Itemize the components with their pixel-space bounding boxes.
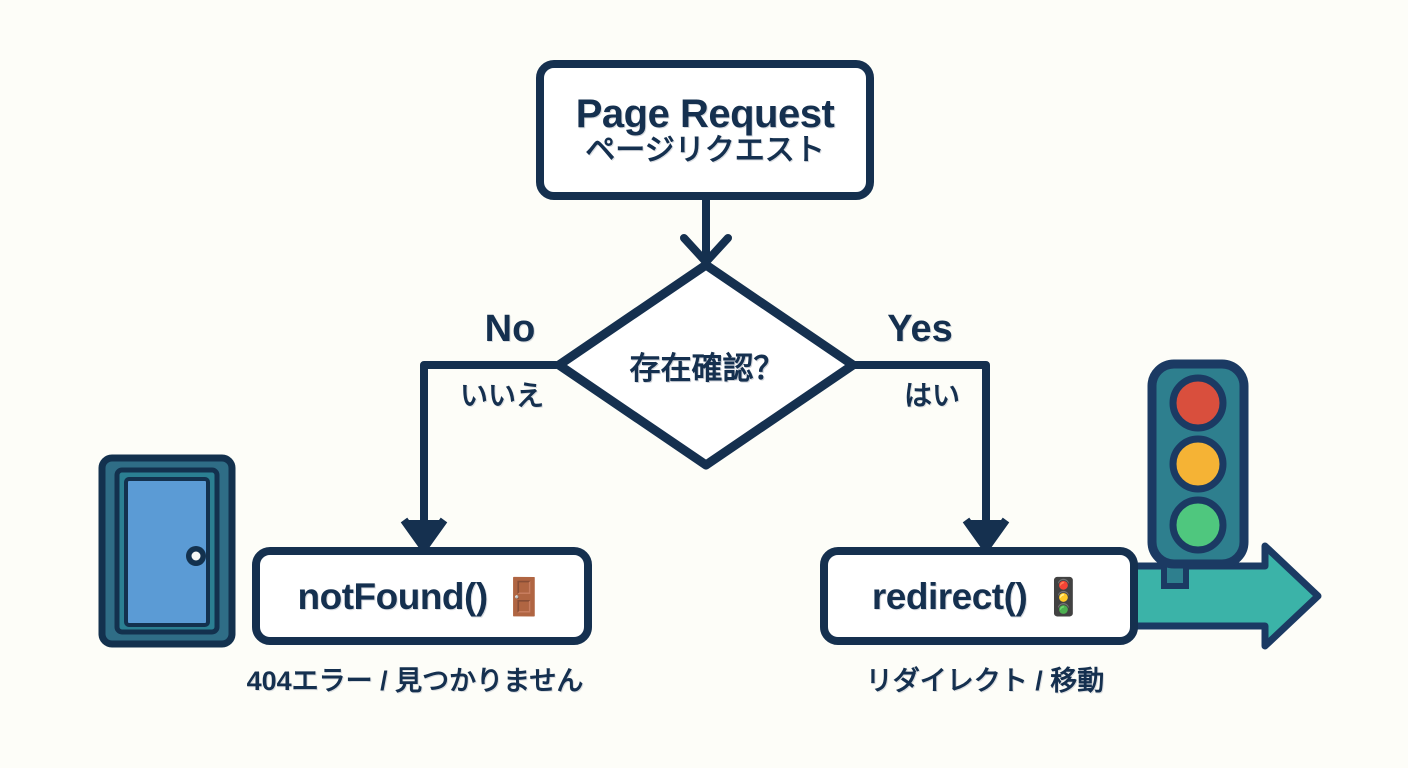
connector-yes-branch [850,361,1010,552]
door-illustration [98,454,236,648]
traffic-light-illustration [1147,359,1249,589]
node-redirect[interactable] [820,547,1138,645]
node-not-found[interactable] [252,547,592,645]
node-decision[interactable] [554,260,858,470]
node-page-request[interactable] [536,60,874,200]
connector-request-to-decision [680,190,732,266]
connector-no-branch [400,361,560,552]
